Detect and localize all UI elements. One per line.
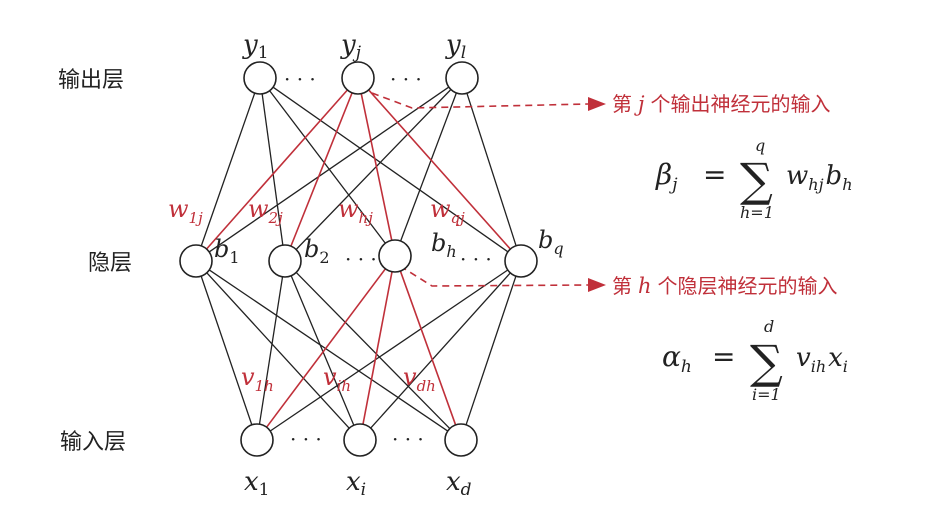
label-b-1: b1 [214,235,240,267]
black-connections [200,86,517,432]
output-annotation-arrow [371,92,606,111]
red-connections [206,89,511,428]
edge-hidden-0-output-0 [200,92,256,247]
label-b-h: bh [431,229,457,261]
hidden-output-weight-labels: w1j w2j whj wqj [168,195,465,227]
output-node-labels: y1 yj yl [242,30,466,63]
input-node-1 [240,423,274,457]
edge-hidden-1-output-2 [295,89,452,250]
alpha-sum-sign: ∑ [750,335,783,389]
ellipsis-input-left: · · · [290,427,322,451]
label-b-2: b2 [304,235,330,267]
ellipsis-hidden-left: · · · [345,247,377,271]
label-x-i: xi [346,467,366,500]
ellipsis-output-right: · · · [390,67,422,91]
hidden-node-2 [268,244,302,278]
output-node-l [445,61,479,95]
label-b-q: bq [538,226,564,258]
beta-lhs: βj [655,158,678,195]
alpha-sum-bottom: i=1 [752,385,781,404]
ellipsis-input-right: · · · [392,427,424,451]
hidden-node-q [504,244,538,278]
alpha-formula: αh = d ∑ i=1 vihxi [662,317,848,404]
beta-sum-bottom: h=1 [740,203,774,222]
label-y-1: y1 [242,30,269,63]
output-layer-label: 输出层 [58,68,124,93]
edge-input-1-hidden-0 [206,272,350,429]
alpha-lhs: αh [662,340,692,377]
weight-w-2j: w2j [248,195,283,227]
beta-equals: = [703,158,726,191]
label-y-l: yl [445,30,466,63]
hidden-node-h [378,239,412,273]
edge-input-1-hidden-1 [290,275,355,426]
edge-input-2-hidden-3 [465,275,517,426]
edge-input-0-hidden-0 [200,275,253,426]
weight-w-1j: w1j [168,195,203,227]
ellipses: · · · · · · · · · · · · · · · · · · [284,67,492,451]
output-node-j [341,61,375,95]
beta-terms: whjbh [786,161,853,194]
edge-input-0-hidden-2 [265,268,387,428]
alpha-terms: vihxi [796,343,848,376]
edge-hidden-3-output-0 [272,86,509,253]
input-node-d [444,423,478,457]
alpha-equals: = [712,340,735,373]
hidden-annotation-arrow [399,265,606,292]
edge-input-1-hidden-3 [370,272,511,429]
label-y-j: yj [340,30,362,63]
beta-sum-top: q [755,136,765,155]
weight-v-dh: vdh [403,363,436,395]
beta-formula: βj = q ∑ h=1 whjbh [655,136,853,222]
beta-sum-sign: ∑ [740,153,773,207]
ellipsis-hidden-right: · · · [460,247,492,271]
edge-hidden-0-output-1 [206,89,348,250]
input-hidden-weight-labels: v1h vih vdh [241,363,436,395]
edge-hidden-1-output-1 [290,92,353,247]
weight-w-qj: wqj [430,195,465,227]
edge-hidden-3-output-2 [466,93,517,246]
edge-hidden-3-output-1 [368,89,511,250]
edge-input-2-hidden-2 [399,270,457,426]
edge-input-0-hidden-1 [258,276,284,425]
nodes [179,61,538,457]
edge-input-1-hidden-2 [362,271,393,425]
label-x-d: xd [446,467,472,500]
edge-input-2-hidden-1 [295,271,451,430]
label-x-1: x1 [244,467,270,500]
output-node-1 [243,61,277,95]
input-node-labels: x1 xi xd [244,467,472,500]
hidden-node-1 [179,244,213,278]
edge-hidden-2-output-0 [269,90,386,244]
edge-hidden-1-output-0 [261,93,284,246]
edge-input-2-hidden-0 [208,269,449,432]
edge-input-0-hidden-3 [269,269,509,432]
ellipsis-output-left: · · · [284,67,316,91]
input-node-i [343,423,377,457]
input-layer-label: 输入层 [60,430,126,455]
edge-hidden-2-output-2 [400,92,457,242]
alpha-sum-top: d [764,317,774,336]
edge-hidden-2-output-1 [360,93,393,241]
weight-w-hj: whj [338,195,373,227]
hidden-layer-label: 隐层 [88,251,132,276]
weight-v-ih: vih [323,363,351,395]
